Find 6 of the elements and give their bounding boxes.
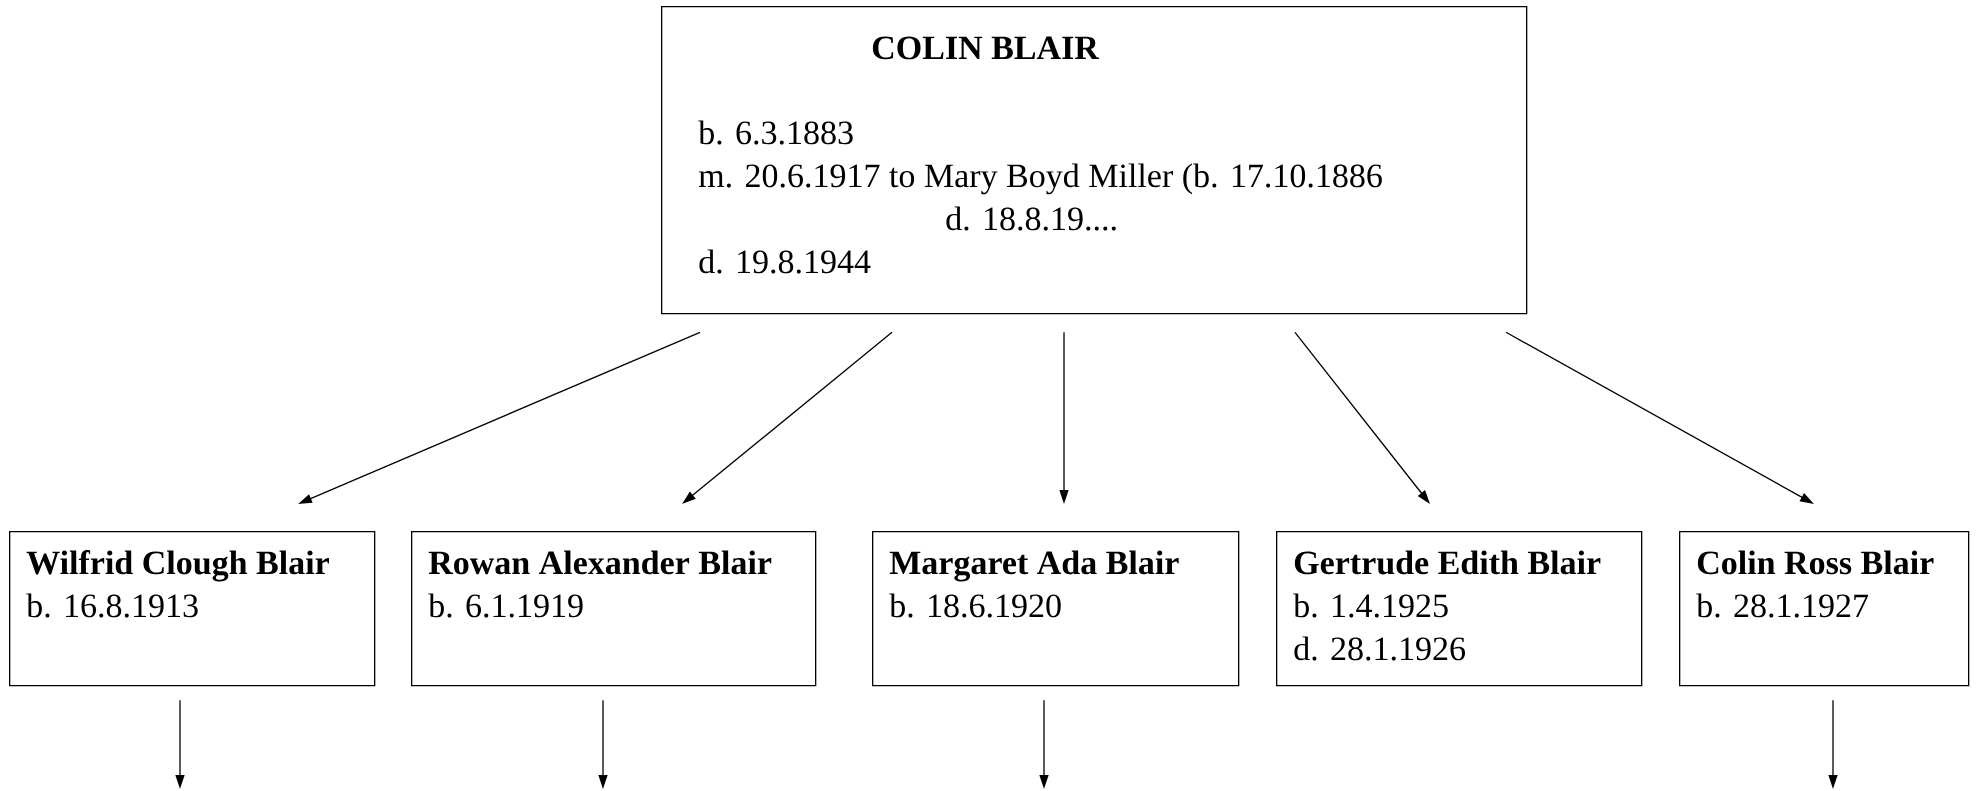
person-box: Rowan Alexander Blair b. 6.1.1919 xyxy=(411,531,817,687)
person-box: Gertrude Edith Blair b. 1.4.1925 d. 28.1.1926 xyxy=(1276,531,1643,687)
person-box: COLIN BLAIR b. 6.3.1883 m. 20.6.1917 to Mary Boyd Miller (b. 17.10.1886 d. 18.8.19.... d. 19.8.1944 xyxy=(661,6,1528,315)
person-box: Colin Ross Blair b. 28.1.1927 xyxy=(1679,531,1970,687)
person-box: Margaret Ada Blair b. 18.6.1920 xyxy=(872,531,1240,687)
person-box: Wilfrid Clough Blair b. 16.8.1913 xyxy=(9,531,376,687)
